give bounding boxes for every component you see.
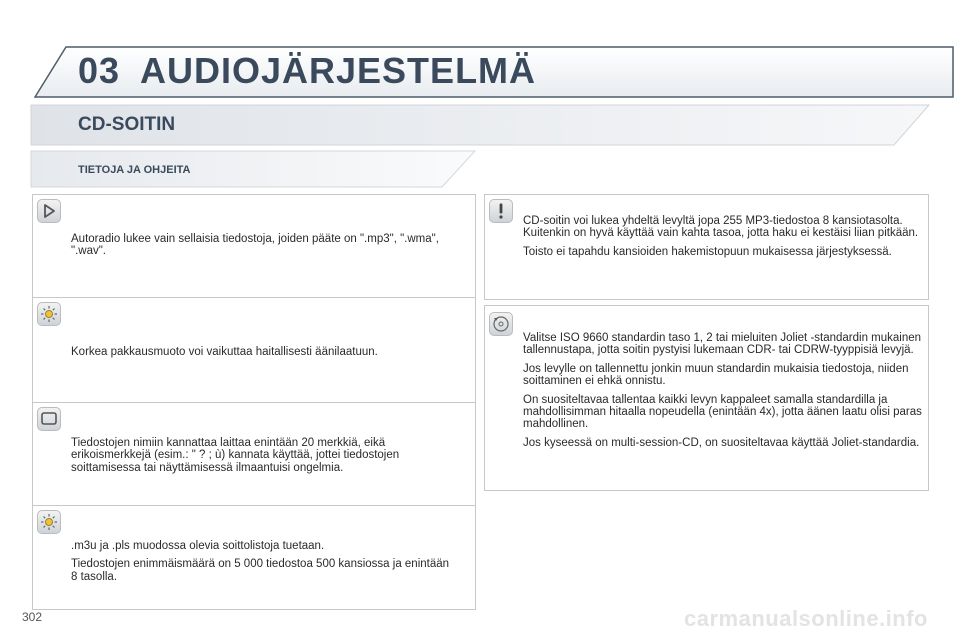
note-text: Valitse ISO 9660 standardin taso 1, 2 ta… [523,332,925,455]
disc-icon [489,312,513,336]
lightbulb-icon [37,302,61,326]
warning-icon [489,199,513,223]
chapter-number: 03 [78,50,121,91]
note-paragraph: Jos levylle on tallennettu jonkin muun s… [523,362,909,388]
screen-icon [37,407,61,431]
note-box-disc-standards: Valitse ISO 9660 standardin taso 1, 2 ta… [484,305,929,491]
note-box-mp3-limits: CD-soitin voi lukea yhdeltä levyltä jopa… [484,194,929,300]
note-box-compression: Korkea pakkausmuoto voi vaikuttaa haital… [32,297,476,403]
lightbulb-icon [37,510,61,534]
note-box-file-types: Autoradio lukee vain sellaisia tiedostoj… [32,194,476,298]
header-banner [34,46,954,98]
page-number: 302 [22,610,43,624]
note-text: .m3u ja .pls muodossa olevia soittolisto… [71,540,451,589]
note-text: CD-soitin voi lukea yhdeltä levyltä jopa… [523,215,925,264]
watermark: carmanualsonline.info [684,606,928,631]
note-text: Korkea pakkausmuoto voi vaikuttaa haital… [71,346,451,364]
note-paragraph: Jos kyseessä on multi-session-CD, on suo… [523,436,920,449]
note-paragraph: .m3u ja .pls muodossa olevia soittolisto… [71,540,325,552]
note-paragraph: On suositeltavaa tallentaa kaikki levyn … [523,393,922,431]
note-paragraph: Korkea pakkausmuoto voi vaikuttaa haital… [71,346,378,358]
section-banner [30,104,930,146]
subsection-title: TIETOJA JA OHJEITA [78,164,191,176]
section-title: CD-SOITIN [78,114,176,135]
note-box-playlists: .m3u ja .pls muodossa olevia soittolisto… [32,505,476,610]
note-paragraph: Autoradio lukee vain sellaisia tiedostoj… [71,233,439,258]
note-paragraph: Tiedostojen nimiin kannattaa laittaa eni… [71,437,400,474]
note-paragraph: Tiedostojen enimmäismäärä on 5 000 tiedo… [71,558,450,583]
chapter-title: AUDIOJÄRJESTELMÄ [140,50,537,91]
note-text: Autoradio lukee vain sellaisia tiedostoj… [71,233,451,264]
play-arrow-icon [37,199,61,223]
note-paragraph: Toisto ei tapahdu kansioiden hakemistopu… [523,245,892,258]
subsection-banner [30,150,476,188]
note-paragraph: CD-soitin voi lukea yhdeltä levyltä jopa… [523,215,919,240]
note-box-filenames: Tiedostojen nimiin kannattaa laittaa eni… [32,402,476,506]
note-paragraph: Valitse ISO 9660 standardin taso 1, 2 ta… [523,332,922,357]
note-text: Tiedostojen nimiin kannattaa laittaa eni… [71,437,451,480]
